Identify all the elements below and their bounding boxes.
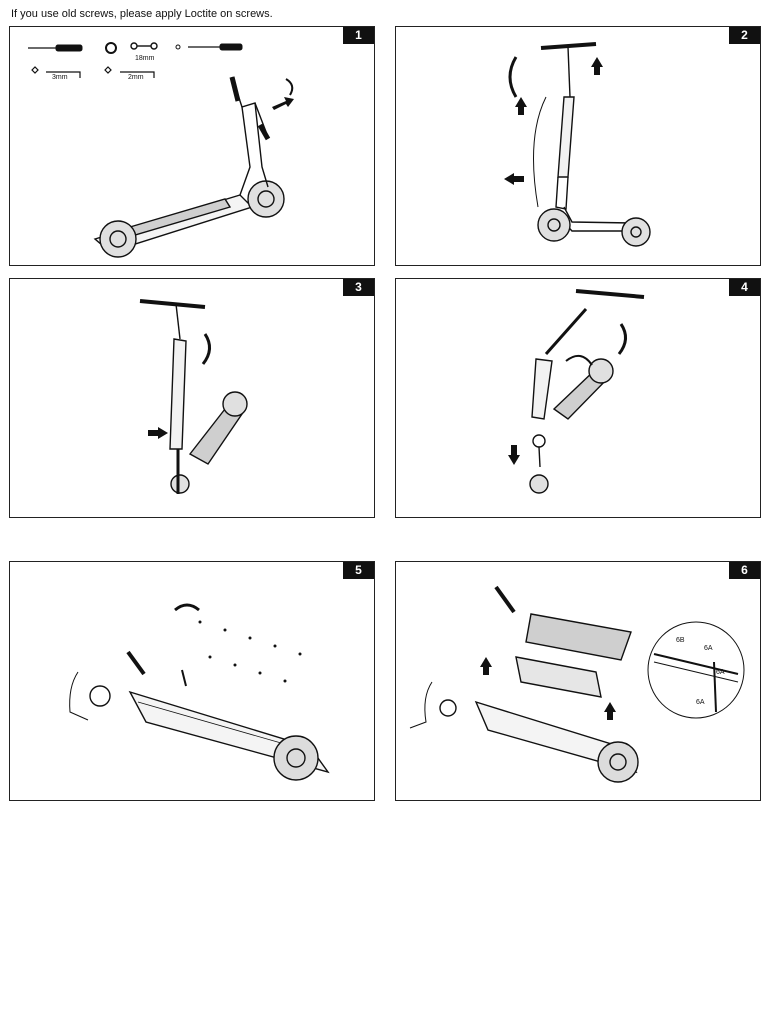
detail-label-6a-2: 6A xyxy=(716,669,725,676)
step-4-number: 4 xyxy=(729,279,760,296)
step-3-number: 3 xyxy=(343,279,374,296)
detail-label-6b: 6B xyxy=(676,637,685,644)
washer-icon xyxy=(105,42,117,54)
rotate-arrow-icon xyxy=(174,603,200,612)
step-4-panel: 4 xyxy=(395,278,761,518)
arrow-down-icon xyxy=(508,445,520,465)
arrow-icon xyxy=(272,97,294,110)
detail-magnifier xyxy=(647,621,745,719)
long-screwdriver-icon xyxy=(175,43,243,51)
hex-key-2mm-label: 2mm xyxy=(128,74,144,81)
rotate-arrow-icon xyxy=(285,78,294,96)
step-6-number: 6 xyxy=(729,562,760,579)
arrow-up-icon xyxy=(604,702,616,720)
screwdriver-icon xyxy=(28,44,83,52)
deck-with-battery-drawing xyxy=(409,585,639,783)
arrow-up-icon xyxy=(591,57,603,75)
step-1-panel: 1 18mm 3mm 2mm xyxy=(9,26,375,266)
step-5-panel: 5 xyxy=(9,561,375,801)
step-1-number: 1 xyxy=(343,27,374,44)
hex-key-3mm-label: 3mm xyxy=(52,74,68,81)
step-1-illustration: 18mm 3mm 2mm xyxy=(28,42,294,258)
arrow-left-icon xyxy=(504,173,524,185)
arrow-up-icon xyxy=(515,97,527,115)
step-4-illustration xyxy=(508,289,645,494)
step-5-illustration xyxy=(69,603,330,781)
wrench-icon xyxy=(130,42,158,50)
step-3-illustration xyxy=(139,299,248,494)
detail-label-6a-3: 6A xyxy=(696,699,705,706)
arrow-up-icon xyxy=(480,657,492,675)
detail-label-6a: 6A xyxy=(704,645,713,652)
screws-drawing xyxy=(198,620,302,683)
step-3-panel: 3 xyxy=(9,278,375,518)
step-2-illustration xyxy=(504,42,651,247)
scooter-stem-drawing xyxy=(139,299,248,494)
step-2-panel: 2 xyxy=(395,26,761,266)
loctite-note: If you use old screws, please apply Loct… xyxy=(11,8,273,20)
hex-key-2mm-icon xyxy=(104,66,155,78)
step-5-number: 5 xyxy=(343,562,374,579)
deck-drawing xyxy=(69,650,330,781)
exploded-stem-drawing xyxy=(529,289,645,494)
hex-key-3mm-icon xyxy=(31,66,81,78)
step-6-illustration: 6B 6A 6A 6A xyxy=(409,585,745,783)
step-2-number: 2 xyxy=(729,27,760,44)
rotate-arrow-icon xyxy=(565,354,593,366)
wrench-size-label: 18mm xyxy=(135,55,155,62)
arrow-right-icon xyxy=(148,427,168,439)
step-6-panel: 6 6B 6A 6A 6A xyxy=(395,561,761,801)
folded-scooter-drawing xyxy=(93,76,285,258)
upright-scooter-drawing xyxy=(508,42,651,247)
